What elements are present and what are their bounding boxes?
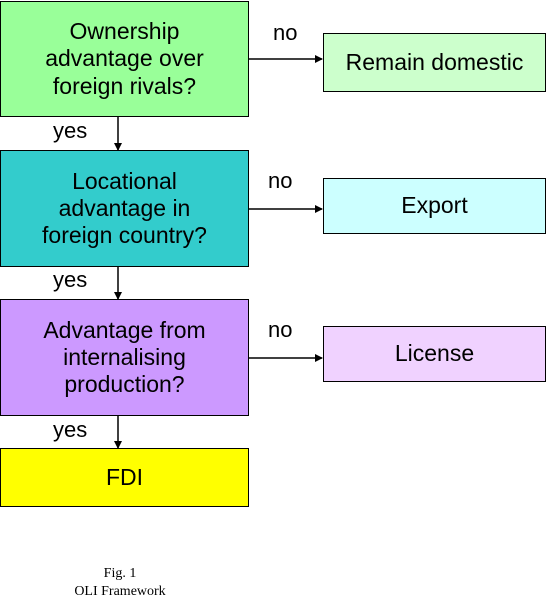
license-text: License <box>394 340 475 367</box>
no-label-ownership: no <box>273 20 298 45</box>
ownership-question-box: Ownership advantage over foreign rivals? <box>0 1 249 117</box>
export-text: Export <box>401 192 468 219</box>
no-label-internalisation: no <box>268 317 293 342</box>
location-question-box: Locational advantage in foreign country? <box>0 150 249 267</box>
internalisation-question-text: Advantage from internalising production? <box>43 316 206 398</box>
yes-label-location: yes <box>53 267 88 292</box>
location-question-text: Locational advantage in foreign country? <box>42 167 207 249</box>
export-box: Export <box>323 178 546 234</box>
yes-label-ownership: yes <box>53 118 88 143</box>
internalisation-question-box: Advantage from internalising production? <box>0 299 249 416</box>
fdi-text: FDI <box>105 463 144 490</box>
ownership-question-text: Ownership advantage over foreign rivals? <box>45 18 204 99</box>
remain-domestic-text: Remain domestic <box>345 48 524 75</box>
fdi-box: FDI <box>0 448 249 507</box>
no-label-location: no <box>268 168 293 193</box>
figure-caption: OLI Framework <box>74 584 166 599</box>
yes-label-internalisation: yes <box>53 417 88 442</box>
remain-domestic-box: Remain domestic <box>323 33 546 92</box>
license-box: License <box>323 326 546 382</box>
figure-number: Fig. 1 <box>103 566 137 581</box>
